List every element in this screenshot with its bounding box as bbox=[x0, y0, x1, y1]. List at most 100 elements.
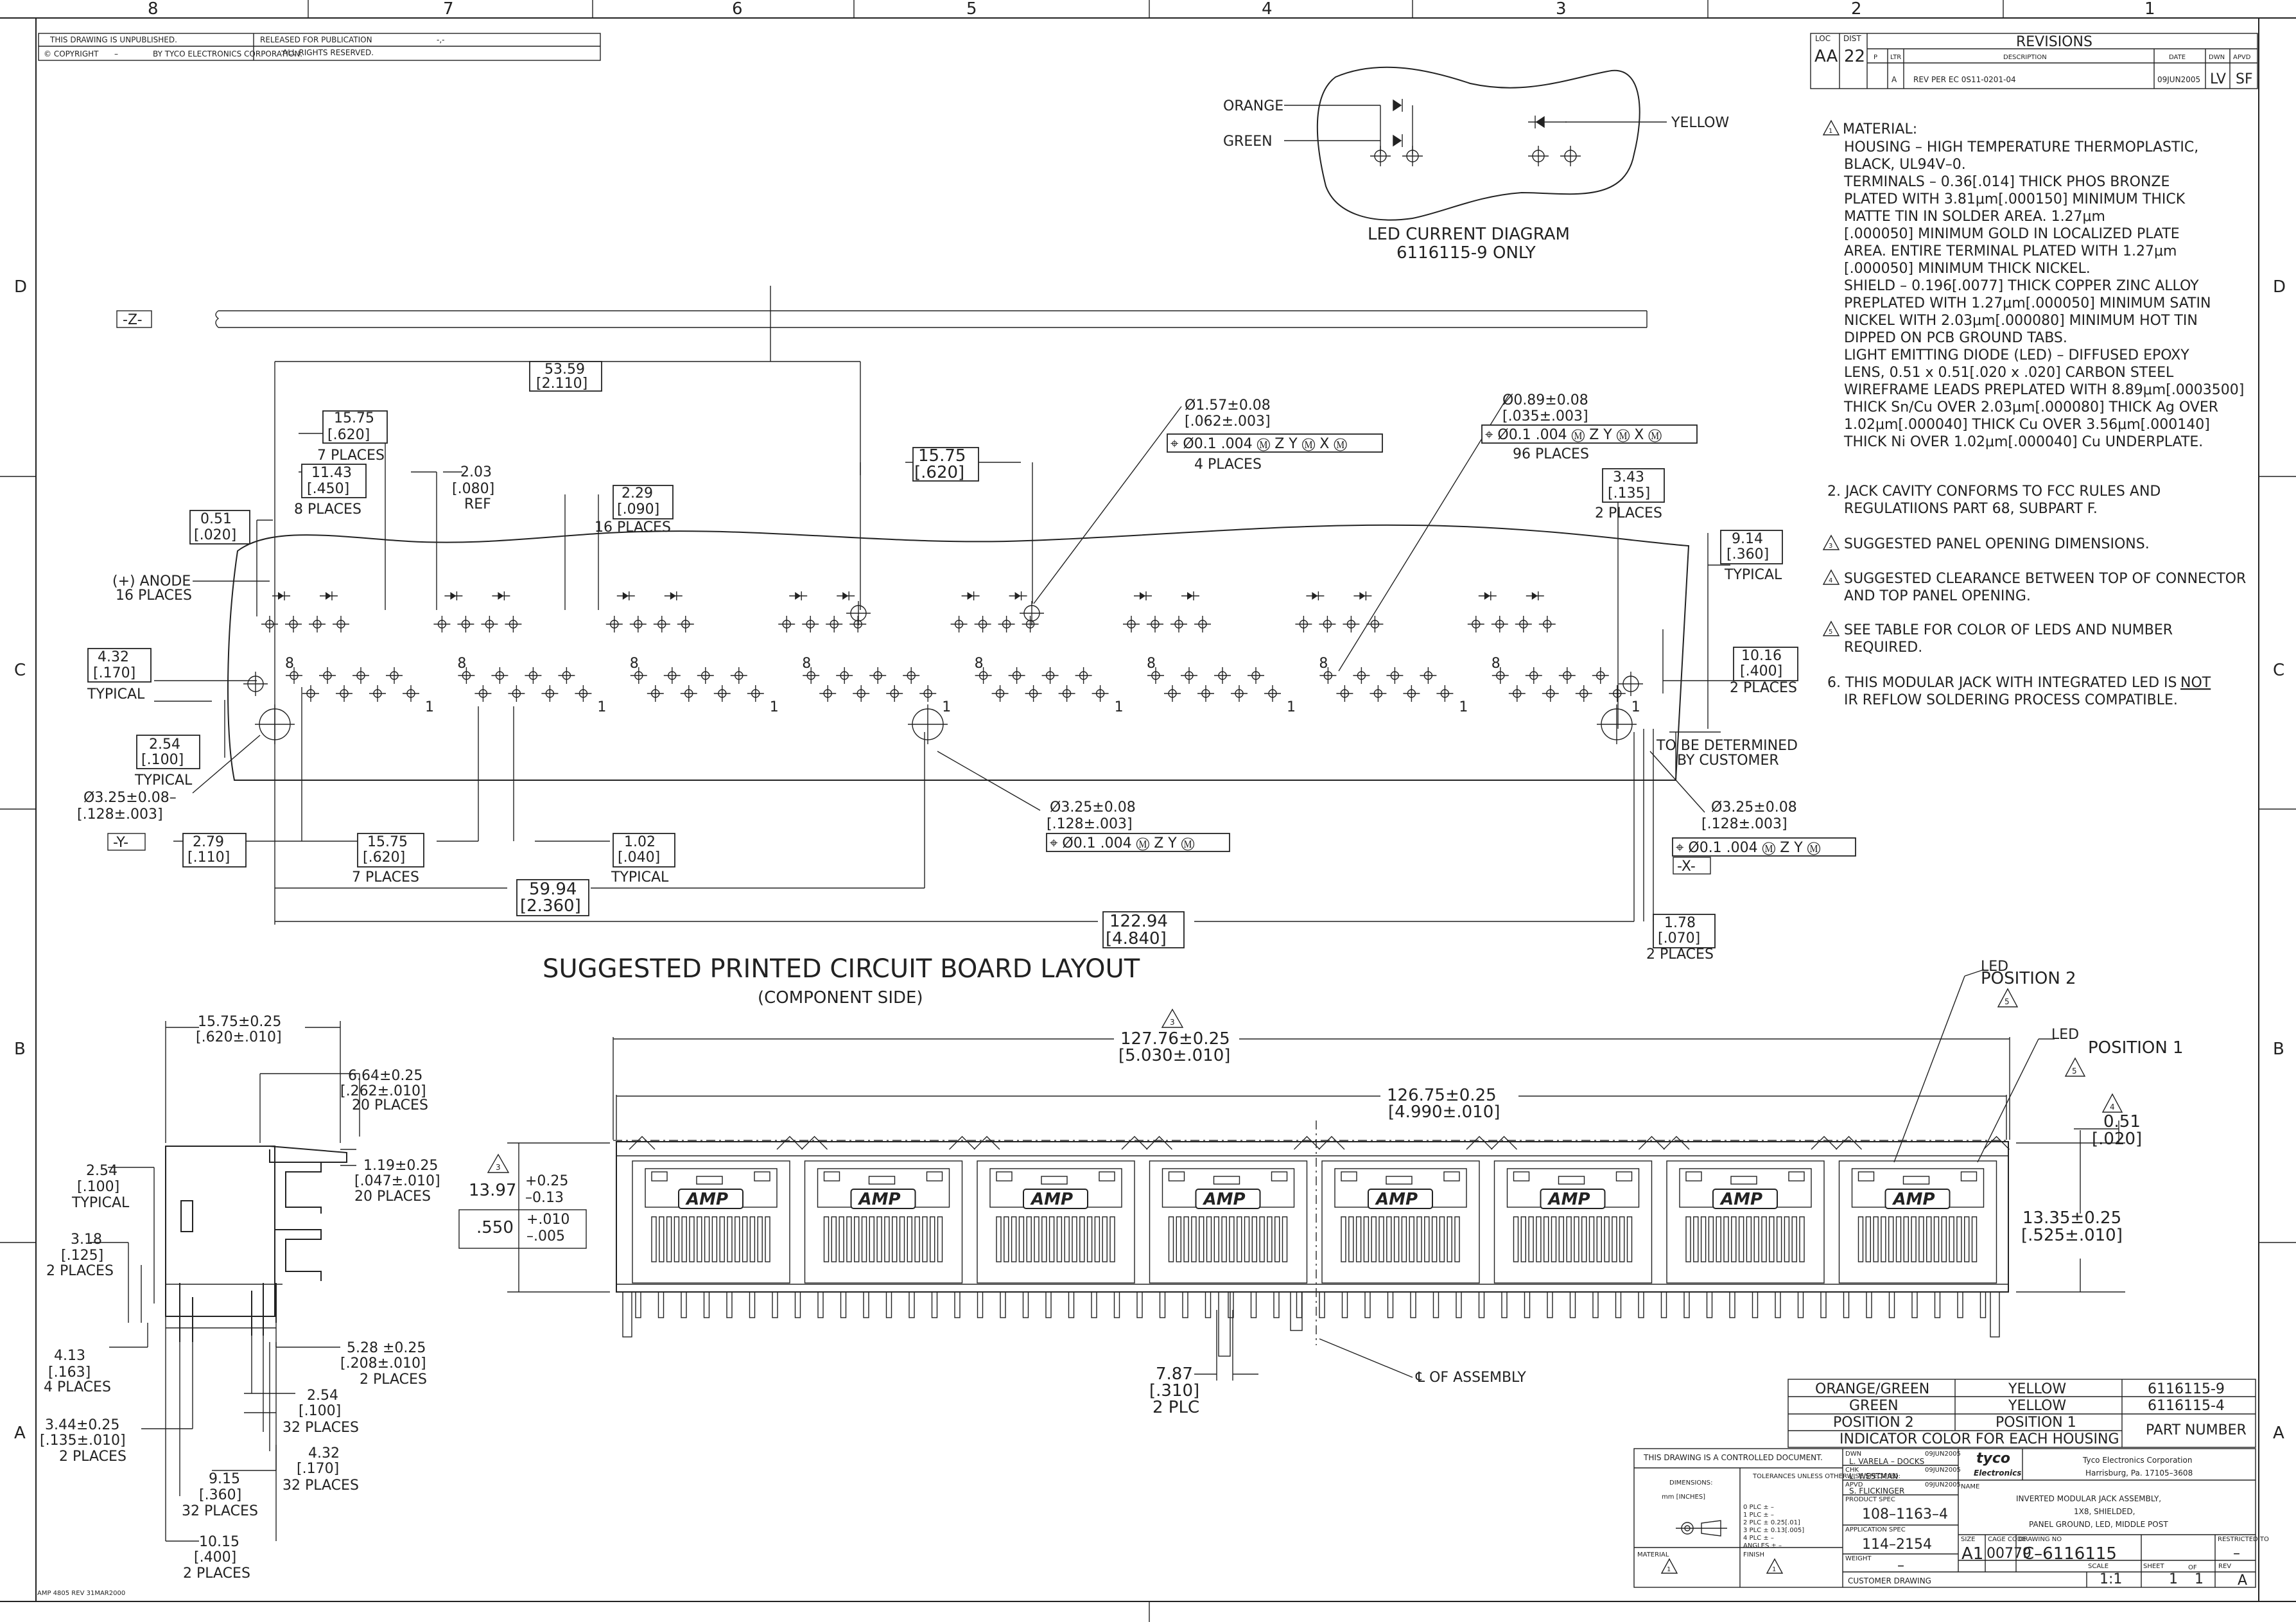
company-logo-line1: tyco bbox=[1976, 1451, 2010, 1467]
signal-pad bbox=[1575, 685, 1592, 702]
scale-label: SCALE bbox=[2088, 1563, 2109, 1570]
signal-pad bbox=[458, 667, 475, 684]
dim-2-360: [2.360] bbox=[520, 896, 581, 916]
side-dim-2places-b: 2 PLACES bbox=[59, 1449, 126, 1465]
dim-2-54: 2.54 bbox=[149, 737, 180, 753]
zone-top-8: 8 bbox=[148, 0, 159, 19]
title-block: THIS DRAWING IS A CONTROLLED DOCUMENT. D… bbox=[1633, 1448, 2269, 1589]
pin-1-label: 1 bbox=[1287, 699, 1296, 715]
pcb-subtitle: (COMPONENT SIDE) bbox=[758, 988, 923, 1007]
solder-pin bbox=[1159, 1291, 1166, 1318]
side-dim-163: [.163] bbox=[48, 1365, 91, 1381]
signal-pad bbox=[730, 667, 747, 684]
product-spec-label: PRODUCT SPEC bbox=[1845, 1496, 1895, 1503]
name-line-2: 1X8, SHIELDED, bbox=[2074, 1507, 2135, 1516]
restricted-label: RESTRICTED TO bbox=[2218, 1536, 2269, 1543]
dim-hole-c2: [.128±.003] bbox=[1701, 816, 1787, 832]
zone-left-d: D bbox=[14, 277, 27, 297]
note3-text: SUGGESTED PANEL OPENING DIMENSIONS. bbox=[1844, 536, 2150, 552]
app-spec-value: 114–2154 bbox=[1862, 1537, 1932, 1553]
tol-line-1: 0 PLC ± – bbox=[1743, 1504, 1774, 1511]
led-window bbox=[823, 1171, 840, 1182]
led-diode-icon bbox=[1353, 591, 1372, 600]
dim-16places: 16 PLACES bbox=[595, 519, 671, 536]
signal-pad bbox=[1525, 667, 1542, 684]
signal-pad bbox=[1492, 667, 1509, 684]
rev-desc: REV PER EC 0S11-0201-04 bbox=[1913, 75, 2016, 84]
zone-right-c: C bbox=[2273, 661, 2284, 680]
product-spec-value: 108–1163–4 bbox=[1862, 1506, 1948, 1522]
rights-note: ALL RIGHTS RESERVED. bbox=[283, 48, 374, 57]
front-dim-126-75: 126.75±0.25 bbox=[1387, 1086, 1497, 1105]
pin-1-label: 1 bbox=[1115, 699, 1124, 715]
rj45-port: AMP bbox=[1491, 1136, 1665, 1284]
signal-pad bbox=[713, 685, 731, 702]
zone-right-b: B bbox=[2273, 1040, 2284, 1059]
rev-loc-label: LOC bbox=[1815, 34, 1831, 43]
dwn-name: L. VARELA – DOCKS bbox=[1849, 1457, 1924, 1466]
pin-8-label: 8 bbox=[975, 656, 984, 672]
signal-pad bbox=[919, 685, 937, 702]
signal-pad bbox=[302, 685, 319, 702]
side-dim-32places-c: 32 PLACES bbox=[182, 1503, 258, 1519]
rev-date: 09JUN2005 bbox=[2157, 75, 2200, 84]
solder-pin bbox=[1888, 1291, 1895, 1318]
dim-040: [.040] bbox=[618, 850, 660, 866]
material-label: MATERIAL bbox=[1637, 1551, 1669, 1558]
side-dim-2-54: 2.54 bbox=[86, 1163, 117, 1179]
dim-15-75-b: 15.75 bbox=[918, 446, 966, 466]
dim-100: [.100] bbox=[141, 752, 184, 768]
copyright-by: BY TYCO ELECTRONICS CORPORATION. bbox=[153, 49, 302, 58]
amp-logo: AMP bbox=[1195, 1189, 1261, 1209]
side-dim-2places-c: 2 PLACES bbox=[360, 1372, 427, 1388]
solder-pin bbox=[1478, 1291, 1485, 1318]
dim-070: [.070] bbox=[1658, 930, 1700, 946]
zone-left-a: A bbox=[14, 1424, 26, 1443]
dim-620-a: [.620] bbox=[327, 427, 370, 443]
zone-right-a: A bbox=[2273, 1424, 2284, 1443]
side-dim-047: [.047±.010] bbox=[354, 1173, 440, 1189]
color-r2-c3: 6116115-4 bbox=[2148, 1398, 2225, 1414]
solder-pin bbox=[1091, 1291, 1097, 1318]
led-diode-icons bbox=[1380, 99, 1567, 154]
pin-8-label: 8 bbox=[457, 656, 466, 672]
front-dim-2plc: 2 PLC bbox=[1152, 1398, 1199, 1417]
led-pad bbox=[1319, 616, 1336, 632]
rj45-port: AMP bbox=[1663, 1136, 1838, 1284]
side-dim-208: [.208±.010] bbox=[340, 1356, 426, 1372]
solder-pin bbox=[1113, 1291, 1120, 1318]
dim-035: [.035±.003] bbox=[1502, 408, 1588, 424]
rev-dist: 22 bbox=[1844, 47, 1865, 66]
side-dim-4-13: 4.13 bbox=[54, 1348, 85, 1364]
solder-pin bbox=[1706, 1291, 1713, 1318]
side-dim-20places: 20 PLACES bbox=[352, 1097, 428, 1113]
rev-desc-label: DESCRIPTION bbox=[2003, 54, 2047, 61]
led-diode-icon bbox=[664, 591, 683, 600]
note2-line-1: 2. JACK CAVITY CONFORMS TO FCC RULES AND bbox=[1827, 484, 2161, 500]
fcf-d: ⌖ Ø0.1 .004 Ⓜ Z Y Ⓜ bbox=[1676, 840, 1821, 856]
side-view: 15.75±0.25 [.620±.010] 6.64±0.25 [.262±.… bbox=[40, 1014, 440, 1582]
dim-360: [.360] bbox=[1726, 546, 1769, 562]
color-part-number: PART NUMBER bbox=[2146, 1422, 2247, 1438]
led-current-diagram: ORANGE GREEN YELLOW LED CURRENT DIAGRAM … bbox=[1223, 66, 1729, 263]
dim-53-59: 53.59 bbox=[544, 362, 585, 378]
note1-line-15: WIREFRAME LEADS PREPLATED WITH 8.89μm[.0… bbox=[1844, 382, 2244, 398]
note1-line-16: THICK Sn/Cu OVER 2.03μm[.000080] THICK A… bbox=[1843, 399, 2218, 415]
signal-pad bbox=[975, 667, 992, 684]
sheet-label: SHEET bbox=[2143, 1563, 2165, 1570]
front-tol-m2: –.005 bbox=[526, 1228, 565, 1244]
note3-flag: 3 bbox=[1829, 543, 1832, 550]
note1-line-10: PREPLATED WITH 1.27μm[.000050] MINIMUM S… bbox=[1844, 295, 2211, 311]
led-diode-icon bbox=[1478, 591, 1497, 600]
led-pad bbox=[1022, 616, 1039, 632]
signal-pad bbox=[403, 685, 419, 702]
front-dim-7-87: 7.87 bbox=[1156, 1365, 1193, 1384]
front-pins bbox=[622, 1291, 2000, 1357]
rj45-port: AMP bbox=[1836, 1136, 2010, 1284]
dimensions-label: DIMENSIONS: bbox=[1669, 1479, 1712, 1487]
note1-line-18: THICK Ni OVER 1.02μm[.000040] Cu UNDERPL… bbox=[1843, 434, 2203, 450]
led-pad bbox=[1194, 616, 1211, 632]
solder-pin bbox=[1501, 1291, 1508, 1318]
signal-pad bbox=[369, 685, 386, 702]
